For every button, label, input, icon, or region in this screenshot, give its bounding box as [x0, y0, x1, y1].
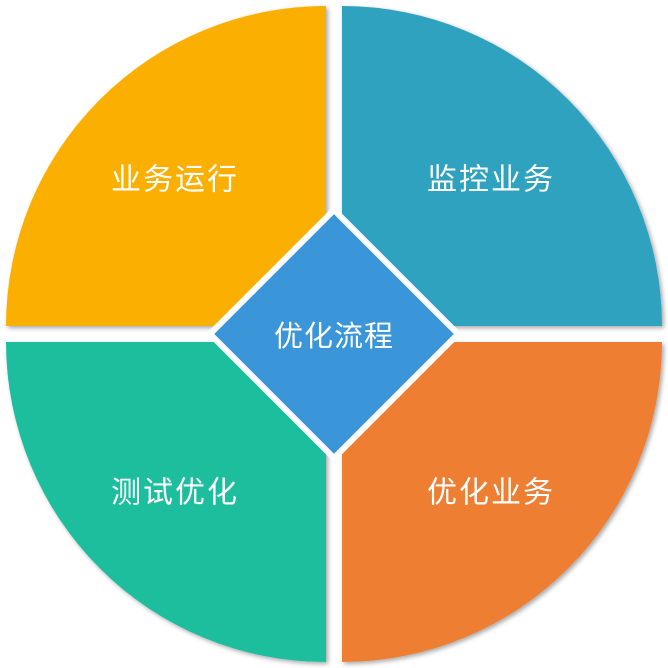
quadrant-bottom-right-shape — [342, 342, 662, 662]
quadrant-bottom-right-label: 优化业务 — [427, 476, 555, 511]
quadrant-bottom-left-label: 测试优化 — [111, 476, 239, 511]
center-node: 优化流程 — [205, 205, 463, 463]
quadrant-top-left-shape — [6, 6, 326, 326]
quadrant-bottom-right: 优化业务 — [342, 342, 662, 662]
quadrant-bottom-left-shape — [6, 342, 326, 662]
quadrant-top-right-shape — [342, 6, 662, 326]
center-label: 优化流程 — [274, 319, 394, 353]
quadrant-bottom-left: 测试优化 — [6, 342, 326, 662]
center-diamond — [205, 205, 463, 463]
quadrant-top-left-label: 业务运行 — [111, 163, 239, 198]
quadrant-top-left: 业务运行 — [6, 6, 326, 326]
quadrant-top-right-label: 监控业务 — [427, 163, 555, 198]
quadrant-top-right: 监控业务 — [342, 6, 662, 326]
